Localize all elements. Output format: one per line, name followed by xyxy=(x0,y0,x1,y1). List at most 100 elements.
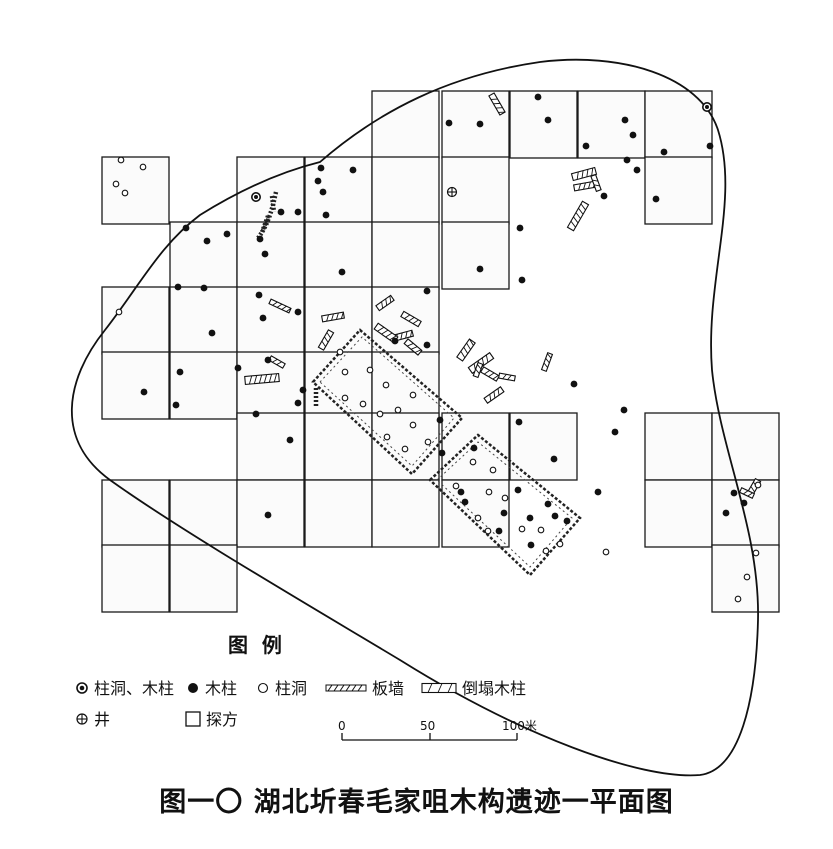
timber-post xyxy=(516,224,524,232)
post-hole xyxy=(602,548,610,556)
timber-post xyxy=(234,364,242,372)
timber-post xyxy=(208,329,216,337)
legend-item-post-hole-with-timber: 柱洞、木柱 xyxy=(76,679,174,698)
post-hole xyxy=(734,595,742,603)
timber-post xyxy=(500,509,508,517)
excavation-square xyxy=(644,156,713,225)
timber-post-icon xyxy=(188,683,198,693)
legend: 图 例 柱洞、木柱 木柱 柱洞 板墙 倒塌木柱 井 探方 xyxy=(76,633,526,729)
excavation-square xyxy=(304,412,373,481)
timber-post xyxy=(470,444,478,452)
post-hole xyxy=(752,549,760,557)
excavation-square xyxy=(644,412,713,481)
excavation-square xyxy=(304,156,373,225)
timber-post xyxy=(550,455,558,463)
timber-post xyxy=(319,188,327,196)
timber-post xyxy=(286,436,294,444)
post-hole xyxy=(542,547,550,555)
timber-post xyxy=(544,116,552,124)
collapsed-timber-icon xyxy=(421,682,457,694)
timber-post xyxy=(391,337,399,345)
excavation-square xyxy=(441,479,510,548)
timber-post xyxy=(652,195,660,203)
post-hole xyxy=(341,368,349,376)
excavation-square xyxy=(101,544,170,613)
collapsed-timber xyxy=(488,92,506,116)
timber-post xyxy=(314,177,322,185)
timber-post xyxy=(706,142,714,150)
collapsed-timber xyxy=(472,361,484,379)
post-hole xyxy=(121,189,129,197)
legend-item-collapsed-timber: 倒塌木柱 xyxy=(421,679,526,698)
collapsed-timber xyxy=(321,311,345,323)
timber-post xyxy=(730,489,738,497)
collapsed-timber xyxy=(566,200,590,232)
timber-post xyxy=(423,287,431,295)
excavation-square xyxy=(101,156,170,225)
timber-post xyxy=(600,192,608,200)
timber-post xyxy=(518,276,526,284)
timber-post xyxy=(611,428,619,436)
post-hole xyxy=(394,406,402,414)
post-hole xyxy=(452,482,460,490)
post-hole xyxy=(484,527,492,535)
excavation-square xyxy=(509,90,578,159)
post-hole xyxy=(401,445,409,453)
plank-wall-segment xyxy=(269,195,277,213)
timber-post xyxy=(582,142,590,150)
excavation-square xyxy=(304,221,373,290)
excavation-square xyxy=(236,351,305,420)
timber-post xyxy=(436,416,444,424)
timber-post xyxy=(252,410,260,418)
timber-post xyxy=(294,308,302,316)
excavation-square xyxy=(236,221,305,290)
figure-caption: 图一〇 湖北圻春毛家咀木构遗迹一平面图 xyxy=(159,787,674,818)
post-hole xyxy=(117,156,125,164)
post-hole xyxy=(743,573,751,581)
timber-post xyxy=(438,449,446,457)
legend-label: 柱洞、木柱 xyxy=(94,679,174,698)
timber-post xyxy=(322,211,330,219)
timber-post xyxy=(445,119,453,127)
scale-tick-label: 50 xyxy=(420,719,435,733)
excavation-square xyxy=(101,351,170,420)
legend-label: 倒塌木柱 xyxy=(462,679,526,698)
scale-tick-label: 100米 xyxy=(502,719,537,733)
timber-post xyxy=(526,514,534,522)
wells xyxy=(446,186,458,198)
legend-item-plank-wall: 板墙 xyxy=(325,679,404,698)
timber-post xyxy=(174,283,182,291)
legend-item-well: 井 xyxy=(76,710,110,729)
timber-post xyxy=(515,418,523,426)
well-marker xyxy=(446,186,458,198)
excavation-square xyxy=(304,286,373,355)
post-hole xyxy=(359,400,367,408)
plank-walls xyxy=(256,191,319,406)
timber-post xyxy=(633,166,641,174)
timber-house-1-outline xyxy=(311,328,464,476)
timber-post xyxy=(660,148,668,156)
timber-post xyxy=(140,388,148,396)
excavation-square xyxy=(371,479,440,548)
collapsed-timber xyxy=(483,386,505,404)
site-boundary-outline xyxy=(70,58,759,777)
timber-post xyxy=(338,268,346,276)
post-hole xyxy=(537,526,545,534)
timber-post xyxy=(203,237,211,245)
collapsed-timber xyxy=(403,338,423,356)
post-hole xyxy=(556,540,564,548)
post-hole xyxy=(518,525,526,533)
post-hole xyxy=(376,410,384,418)
timber-post xyxy=(629,131,637,139)
legend-item-excavation-square: 探方 xyxy=(185,710,238,729)
post-hole-with-timber xyxy=(701,102,712,113)
timber-post xyxy=(461,498,469,506)
collapsed-timber xyxy=(317,329,335,351)
post-hole xyxy=(112,180,120,188)
timber-post xyxy=(544,500,552,508)
timber-post xyxy=(264,511,272,519)
post-hole xyxy=(115,308,123,316)
post-hole xyxy=(469,458,477,466)
collapsed-timber xyxy=(268,298,292,314)
timber-post xyxy=(551,512,559,520)
